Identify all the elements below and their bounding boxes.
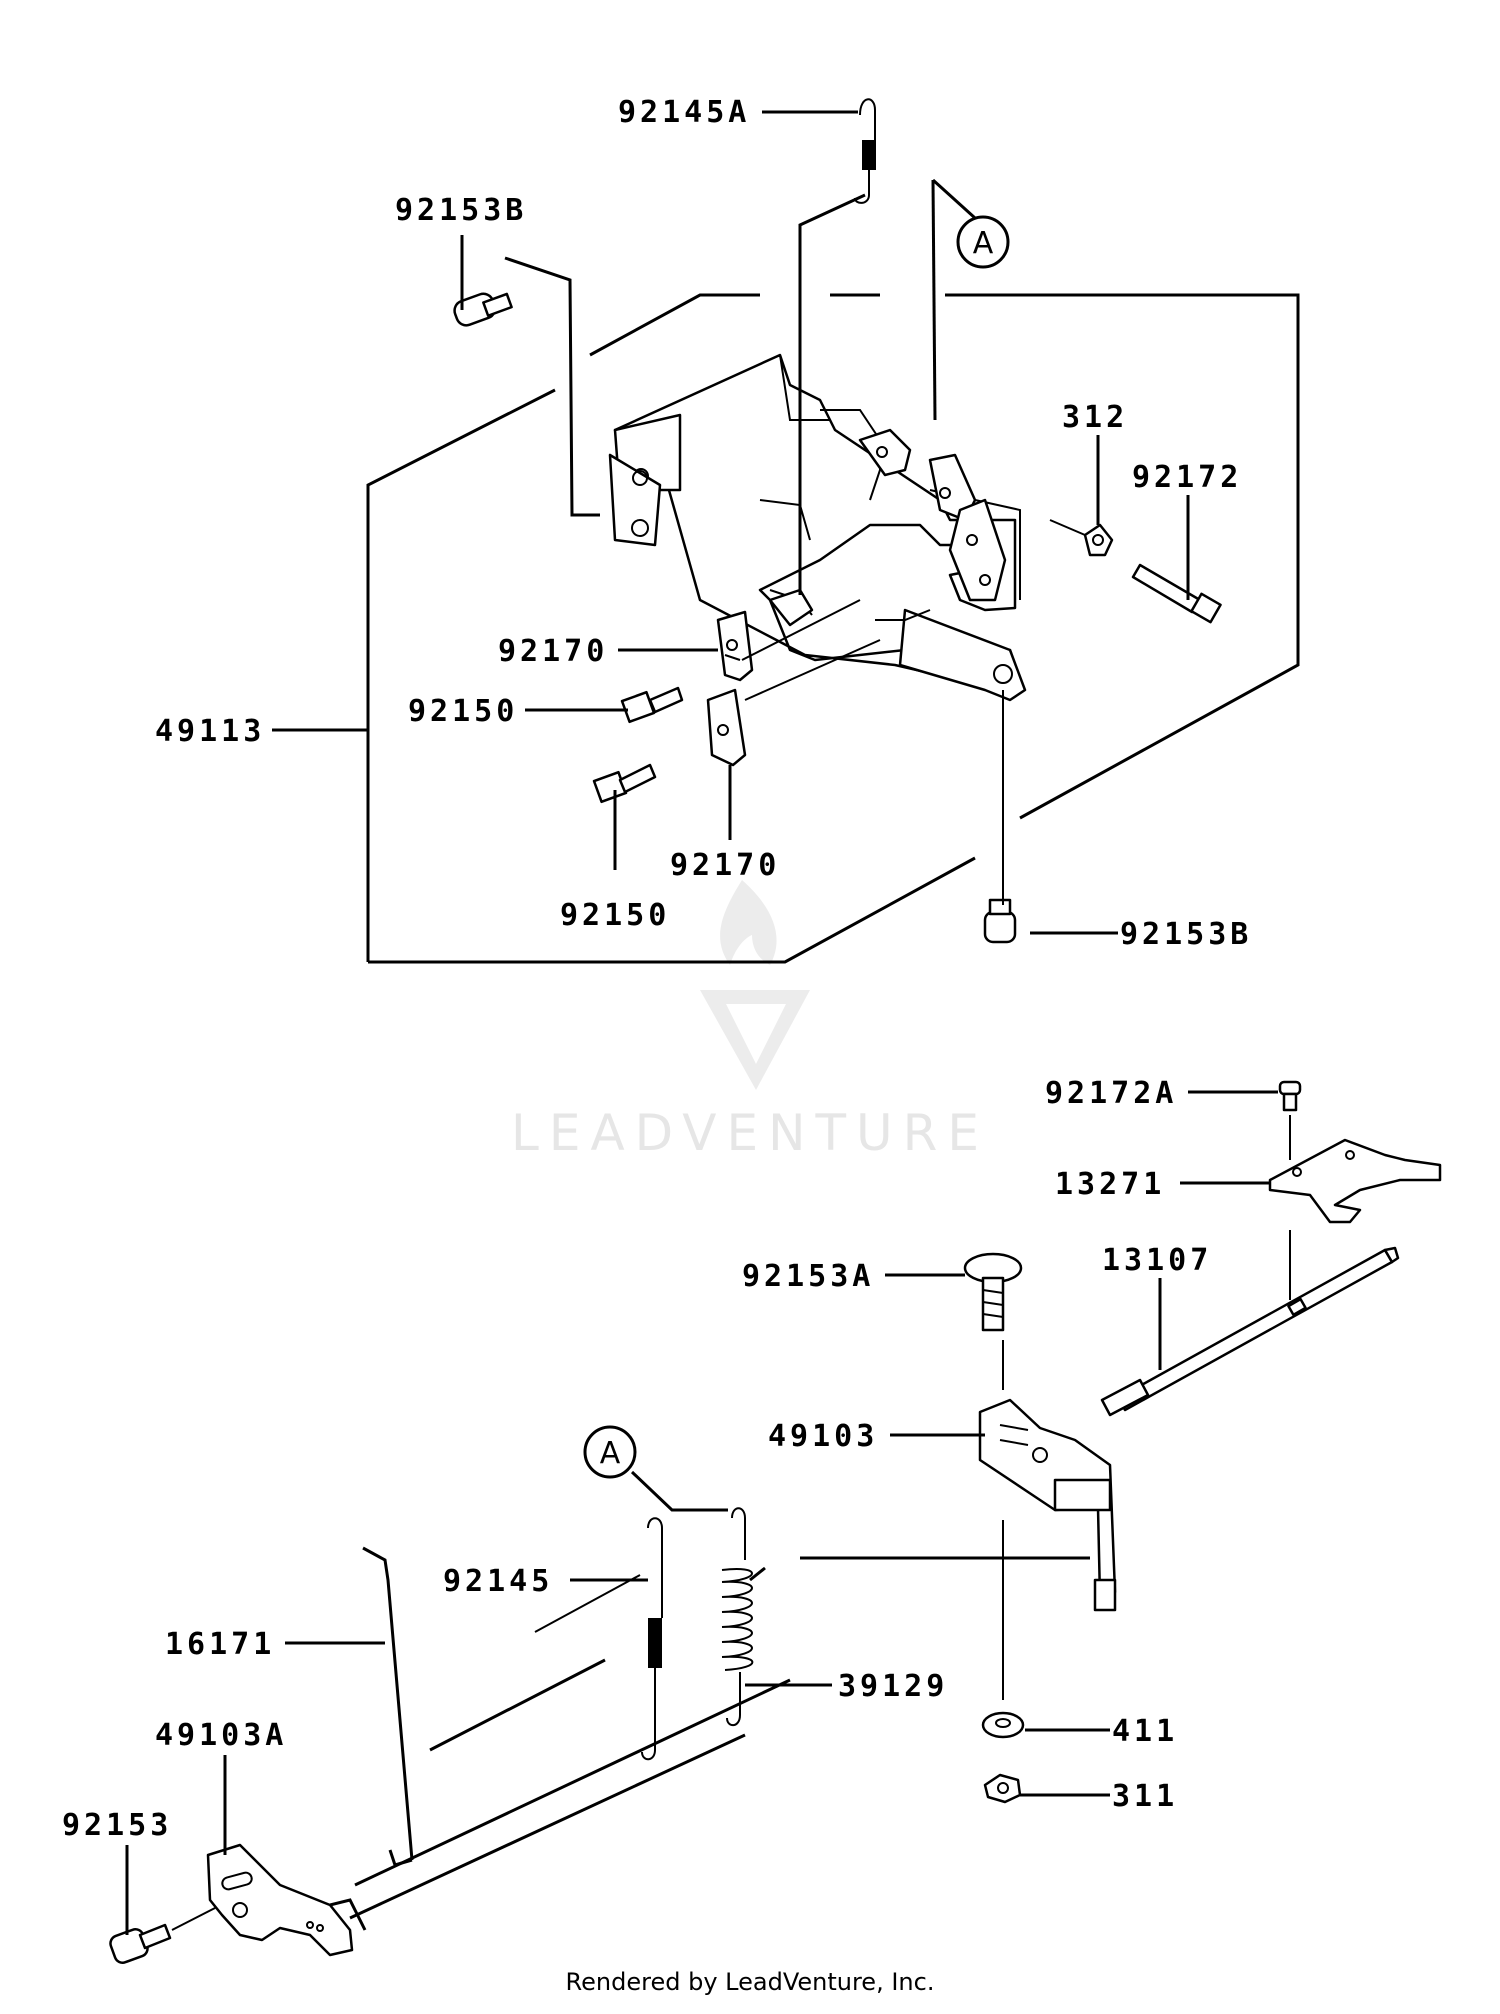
part-92170-clip-b	[706, 688, 747, 767]
callout-92145A: 92145A	[618, 95, 750, 130]
part-92170-clip-a	[716, 610, 754, 682]
leader-lines	[125, 110, 1278, 1935]
callout-13271: 13271	[1055, 1167, 1165, 1202]
callout-39129: 39129	[838, 1669, 948, 1704]
callout-92153B-top: 92153B	[395, 193, 527, 228]
watermark: LEADVENTURE	[511, 880, 989, 1162]
watermark-v-logo-icon	[700, 990, 810, 1090]
callout-92150-b: 92150	[560, 898, 670, 933]
callout-411: 411	[1112, 1714, 1178, 1749]
callout-49103: 49103	[768, 1419, 878, 1454]
part-13107-shaft	[1100, 1246, 1400, 1417]
svg-text:A: A	[600, 1436, 621, 1471]
callout-92153B-bottom: 92153B	[1120, 917, 1252, 952]
part-16171-rod	[362, 1546, 414, 1867]
part-49103A-lever	[206, 1843, 367, 1957]
callout-92170-b: 92170	[670, 848, 780, 883]
callout-16171: 16171	[165, 1627, 275, 1662]
top-assembly	[366, 98, 1300, 964]
part-92145A-spring	[854, 98, 876, 204]
svg-text:A: A	[973, 226, 994, 261]
callout-49103A: 49103A	[155, 1718, 287, 1753]
callout-92153: 92153	[62, 1808, 172, 1843]
watermark-flame-icon	[720, 880, 777, 965]
part-312-nut	[1083, 523, 1114, 557]
part-92150-bolt-a	[620, 686, 684, 724]
callout-labels: 92145A 92153B 312 92172 92170 92150 4911…	[62, 95, 1252, 1843]
callout-312: 312	[1062, 400, 1128, 435]
part-411-washer	[981, 1711, 1025, 1739]
bottom-assembly	[109, 1080, 1442, 1964]
callout-92150-a: 92150	[408, 694, 518, 729]
part-92172A-bolt	[1278, 1080, 1302, 1112]
part-92172-bolt	[1131, 563, 1222, 624]
callout-49113: 49113	[155, 714, 265, 749]
part-39129-spring	[721, 1507, 754, 1727]
part-92153B-top-bolt	[453, 292, 513, 327]
part-13271-plate	[1268, 1138, 1442, 1224]
reference-mark-bottom: A	[583, 1425, 637, 1479]
callout-92153A: 92153A	[742, 1259, 874, 1294]
part-49103-bracket	[978, 1398, 1117, 1612]
part-92145-spring	[641, 1517, 663, 1761]
callout-92172A: 92172A	[1045, 1076, 1177, 1111]
reference-mark-top: A	[956, 215, 1010, 269]
part-92153-bolt	[109, 1923, 172, 1964]
callout-13107: 13107	[1102, 1243, 1212, 1278]
part-311-nut	[983, 1773, 1022, 1804]
part-92153A-carriage-bolt	[963, 1252, 1023, 1332]
part-92153B-bottom-bolt	[983, 898, 1017, 944]
callout-92172: 92172	[1132, 460, 1242, 495]
watermark-text: LEADVENTURE	[511, 1104, 989, 1162]
callout-92145: 92145	[443, 1564, 553, 1599]
part-92150-bolt-b	[592, 763, 657, 804]
callout-311: 311	[1112, 1779, 1178, 1814]
callout-92170-a: 92170	[498, 634, 608, 669]
footer-credit: Rendered by LeadVenture, Inc.	[565, 1968, 935, 1996]
